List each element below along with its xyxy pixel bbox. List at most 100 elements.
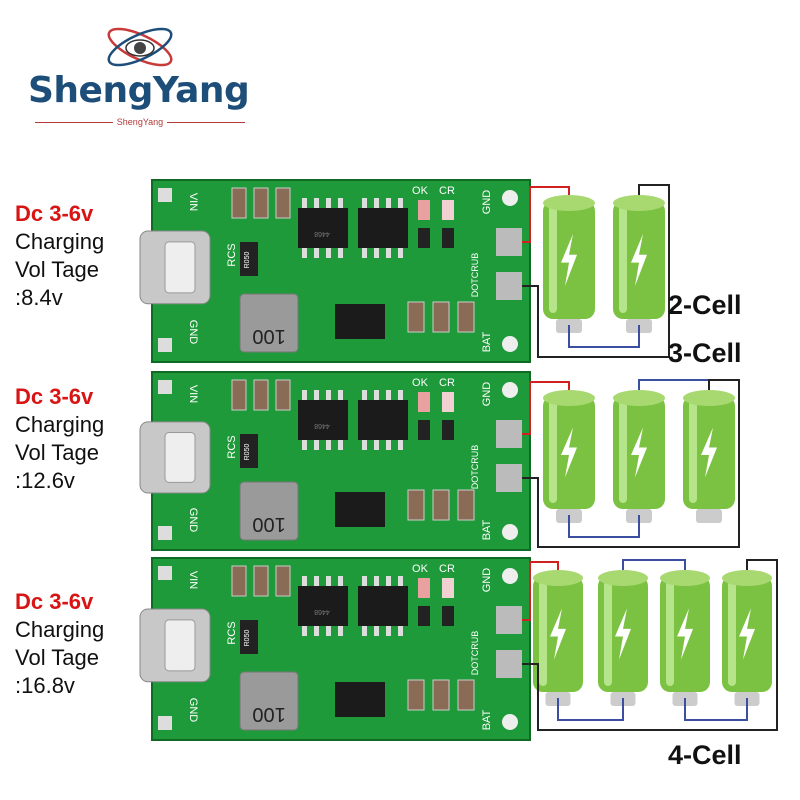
ic-pin — [398, 390, 403, 400]
ic-pin — [362, 626, 367, 636]
lightning-bolt-icon — [561, 427, 577, 478]
battery-cell — [533, 570, 583, 706]
battery-top — [598, 570, 648, 586]
ic-pin — [362, 390, 367, 400]
ok-led — [418, 200, 430, 220]
module-spec-3cell: Dc 3-6v Charging Vol Tage :12.6v — [15, 383, 104, 495]
ic-pin — [398, 576, 403, 586]
ic-pin — [314, 626, 319, 636]
ic-pin — [314, 576, 319, 586]
capacitor — [253, 379, 269, 411]
ic-pin — [314, 198, 319, 208]
capacitor — [457, 489, 475, 521]
ic-pin — [326, 198, 331, 208]
battery-cell — [683, 390, 735, 523]
battery-top — [683, 390, 735, 406]
cell-label-3: 3-Cell — [668, 338, 742, 368]
vin-pad — [158, 188, 172, 202]
battery-top — [722, 570, 772, 586]
ic-pin — [398, 248, 403, 258]
label-cr: CR — [439, 377, 455, 389]
label-bat: BAT — [481, 519, 493, 540]
label-gnd: GND — [187, 508, 199, 533]
led-resistor — [418, 228, 430, 248]
negative-wire — [522, 379, 740, 548]
lightning-bolt-icon — [550, 608, 566, 660]
lightning-bolt-icon — [677, 608, 693, 660]
vin-pad — [158, 566, 172, 580]
cr-led — [442, 200, 454, 220]
label-ok: OK — [412, 563, 429, 575]
spec-line-1: Charging — [15, 412, 105, 437]
chip-marking: 4468 — [314, 422, 330, 429]
ic-pin — [398, 440, 403, 450]
battery-top — [543, 195, 595, 211]
vin-pad — [158, 380, 172, 394]
positive-wire — [522, 186, 570, 243]
battery-top — [533, 570, 583, 586]
led-resistor — [418, 606, 430, 626]
led-resistor — [418, 420, 430, 440]
battery-highlight — [728, 580, 736, 686]
ic-pin — [302, 198, 307, 208]
ic-pin — [374, 248, 379, 258]
label-dotcrub: DOTCRUB — [470, 253, 480, 298]
capacitor — [432, 301, 450, 333]
ic-pin — [362, 576, 367, 586]
battery-top — [660, 570, 710, 586]
usb-c-opening — [164, 241, 196, 294]
ic-pin — [314, 440, 319, 450]
ic-pin — [302, 390, 307, 400]
usb-c-opening — [164, 619, 196, 672]
label-rcs: RCS — [226, 243, 238, 266]
label-ok: OK — [412, 377, 429, 389]
capacitor — [253, 187, 269, 219]
battery-cell — [660, 570, 710, 706]
battery-highlight — [549, 205, 557, 313]
ic-pin — [386, 198, 391, 208]
ic-pin — [338, 390, 343, 400]
series-link-wire — [557, 698, 624, 721]
capacitor — [231, 187, 247, 219]
capacitor — [407, 489, 425, 521]
mounting-hole — [502, 524, 518, 540]
led-resistor — [442, 606, 454, 626]
battery-top — [543, 390, 595, 406]
battery-cell — [722, 570, 772, 706]
battery-terminal — [696, 509, 722, 523]
battery-top — [613, 195, 665, 211]
ic-chip — [298, 586, 348, 626]
positive-wire — [522, 381, 570, 435]
label-dotcrub: DOTCRUB — [470, 445, 480, 490]
capacitor — [231, 379, 247, 411]
gnd-pad — [158, 526, 172, 540]
bat-minus-terminal — [496, 464, 522, 492]
inductor-marking: 100 — [252, 325, 285, 347]
lightning-bolt-icon — [701, 427, 717, 478]
cell-label-4: 4-Cell — [668, 740, 742, 770]
input-voltage: Dc 3-6v — [15, 384, 94, 409]
label-gnd-right: GND — [481, 190, 493, 215]
series-link-wire — [568, 515, 640, 538]
bat-minus-terminal — [496, 650, 522, 678]
label-gnd: GND — [187, 698, 199, 723]
inductor — [239, 671, 299, 731]
inductor — [239, 293, 299, 353]
gnd-pad — [158, 338, 172, 352]
label-rcs: RCS — [226, 435, 238, 458]
ic-chip — [298, 208, 348, 248]
usb-c-opening — [164, 432, 196, 483]
module-spec-4cell: Dc 3-6v Charging Vol Tage :16.8v — [15, 588, 104, 700]
ic-pin — [398, 198, 403, 208]
ic-pin — [302, 576, 307, 586]
ic-pin — [386, 390, 391, 400]
sense-resistor — [240, 434, 258, 468]
charging-voltage: :16.8v — [15, 673, 75, 698]
battery-cell — [613, 390, 665, 523]
ic-pin — [362, 440, 367, 450]
label-ok: OK — [412, 185, 429, 197]
negative-wire — [522, 184, 670, 358]
bat-plus-terminal — [496, 420, 522, 448]
